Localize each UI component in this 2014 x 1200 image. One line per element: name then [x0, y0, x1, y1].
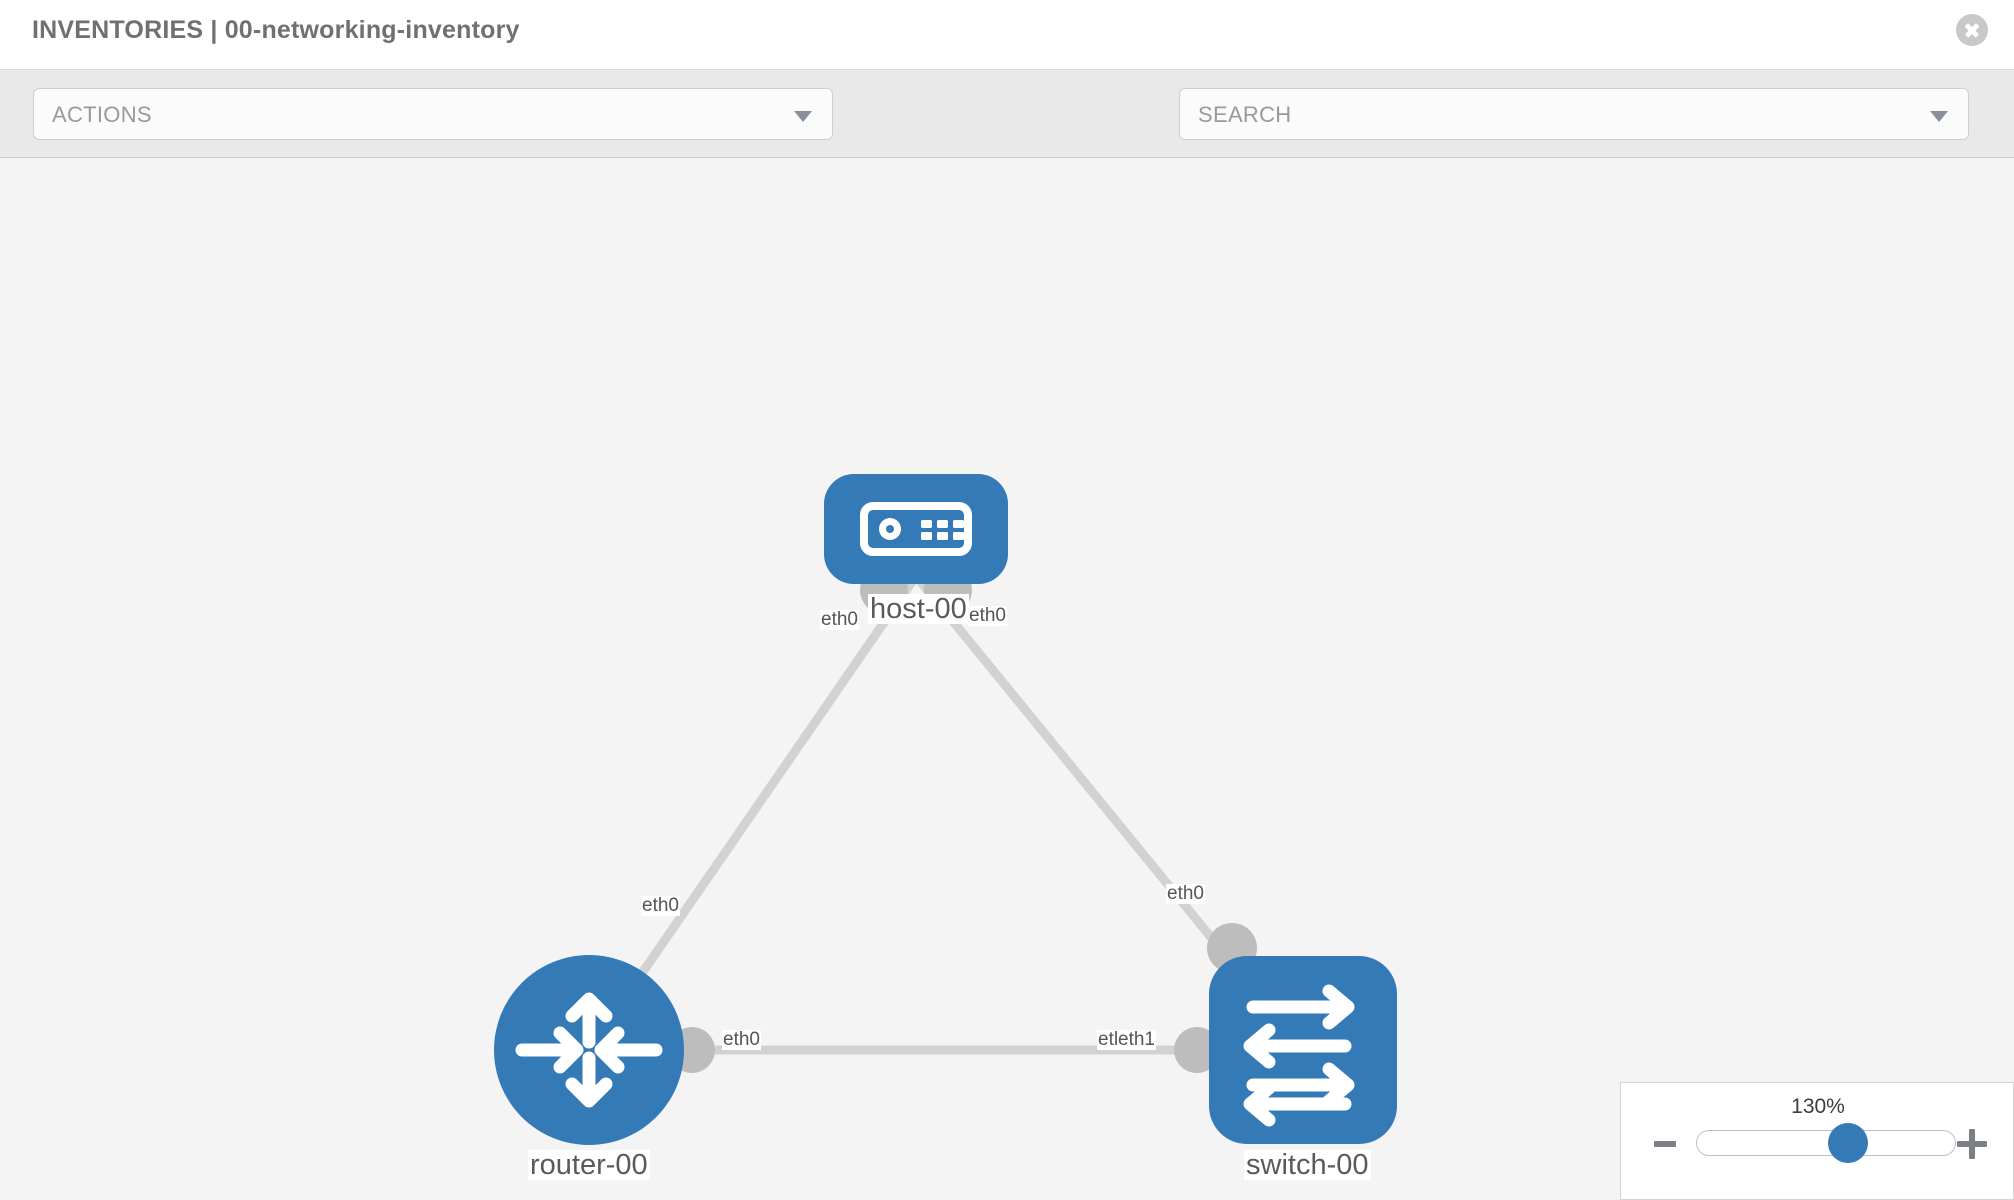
actions-dropdown[interactable]: ACTIONS: [33, 88, 833, 140]
interface-label: eth1: [1117, 1029, 1156, 1050]
node-label-host-00: host-00: [868, 593, 969, 625]
chevron-down-icon: [794, 111, 812, 122]
node-host-00: [824, 474, 1008, 584]
node-switch-00: [1209, 956, 1397, 1144]
page-header: INVENTORIES | 00-networking-inventory: [0, 0, 2014, 70]
topology-canvas[interactable]: eth0 host-00 eth0 eth0 eth0 eth0 eth0 et…: [0, 158, 2014, 1200]
zoom-slider-thumb[interactable]: [1828, 1123, 1868, 1163]
plus-icon[interactable]: [1957, 1129, 1987, 1159]
page-title: INVENTORIES | 00-networking-inventory: [32, 16, 520, 44]
link-layer: [585, 573, 1307, 1055]
toolbar: ACTIONS SEARCH: [0, 70, 2014, 198]
node-label-router-00: router-00: [528, 1149, 650, 1181]
interface-nub: [1174, 1027, 1220, 1073]
actions-dropdown-label: ACTIONS: [52, 102, 152, 127]
server-icon: [860, 502, 972, 556]
router-arrows-icon: [515, 992, 663, 1108]
zoom-slider-track[interactable]: [1696, 1130, 1956, 1156]
close-icon[interactable]: [1956, 14, 1988, 46]
chevron-down-icon: [1930, 111, 1948, 122]
topology-graph: [494, 474, 1397, 1145]
interface-label: eth0: [820, 609, 859, 630]
interface-label: eth0: [641, 895, 680, 916]
interface-label: eth0: [1166, 883, 1205, 904]
interface-nub-layer: [669, 566, 1257, 1073]
interface-label: eth0: [968, 605, 1007, 626]
switch-arrows-icon: [1243, 984, 1355, 1127]
node-label-switch-00: switch-00: [1244, 1149, 1371, 1181]
node-router-00: [494, 955, 684, 1145]
zoom-level-value: 130%: [1791, 1095, 1845, 1118]
search-input[interactable]: SEARCH: [1179, 88, 1969, 140]
search-input-value: SEARCH: [1198, 102, 1292, 127]
interface-label: eth0: [722, 1029, 761, 1050]
link-host-router: [585, 573, 920, 1053]
zoom-control: 130%: [1620, 1082, 2014, 1200]
minus-icon[interactable]: [1654, 1141, 1676, 1147]
